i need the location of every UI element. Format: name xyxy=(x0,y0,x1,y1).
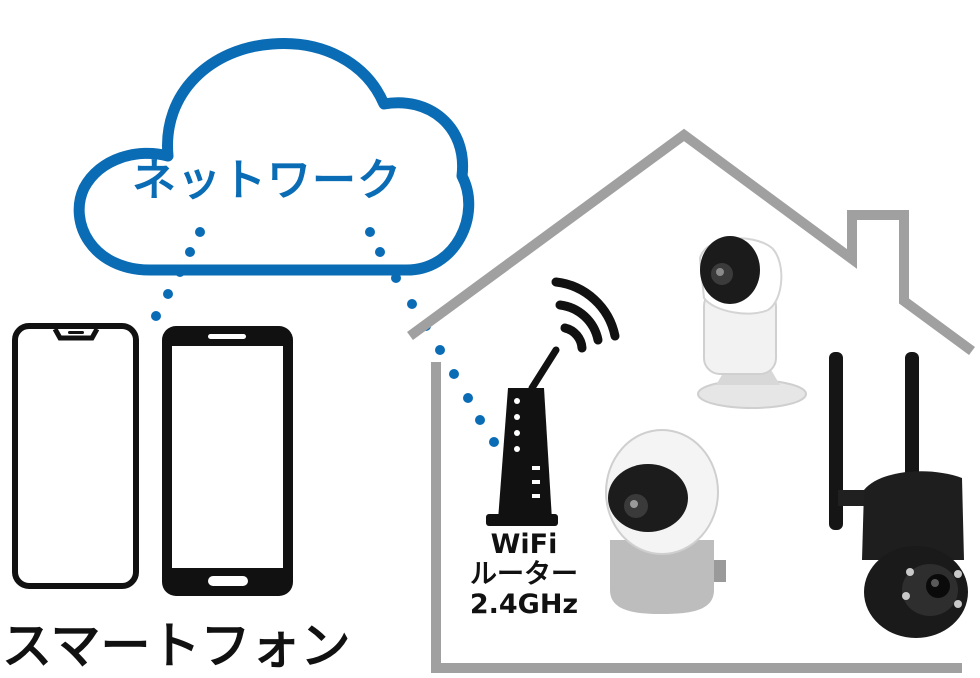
cloud-label: ネットワーク xyxy=(132,155,402,206)
smartphone-label: スマートフォン xyxy=(2,617,351,675)
cloud-icon xyxy=(73,38,475,276)
router-label: WiFi ルーター 2.4GHz xyxy=(468,530,580,620)
camera-icon xyxy=(697,236,807,409)
wifi-router-icon xyxy=(486,346,560,526)
router-label-line3: 2.4GHz xyxy=(469,589,579,620)
camera-icon xyxy=(829,352,968,638)
camera-icon xyxy=(605,429,726,614)
router-label-line2: ルーター xyxy=(470,559,578,590)
router-label-line1: WiFi xyxy=(490,529,558,560)
wifi-signal-icon xyxy=(551,277,620,353)
smartphone-icon xyxy=(162,326,293,596)
house-icon xyxy=(407,128,975,673)
smartphone-icon xyxy=(12,323,139,589)
